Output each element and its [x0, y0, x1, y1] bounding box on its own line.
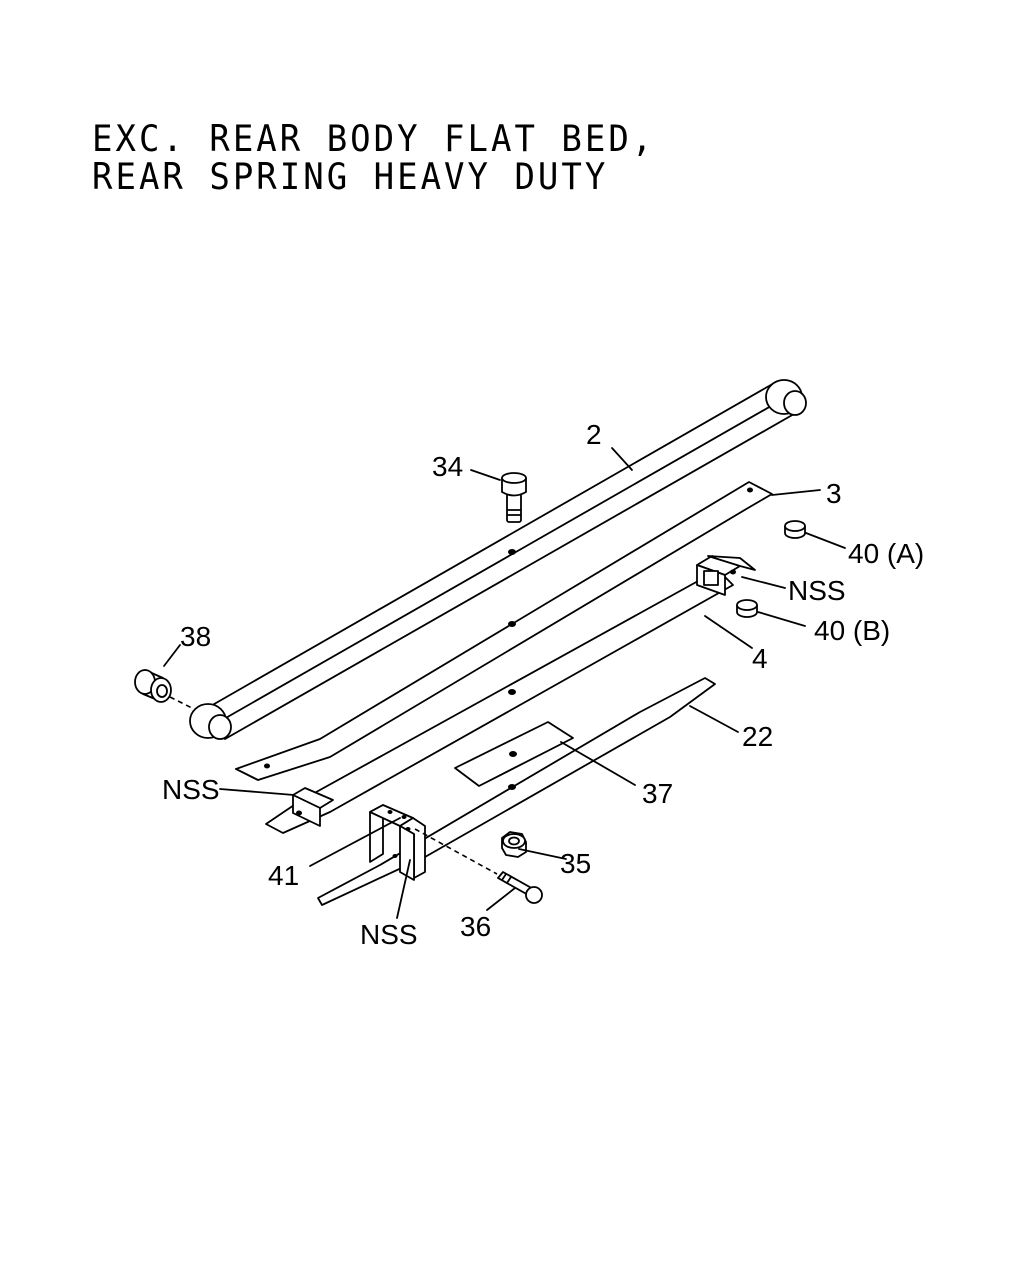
nut-part-35[interactable]: [501, 831, 527, 858]
callout-40a: 40 (A): [848, 538, 924, 569]
cap-part-40a[interactable]: [784, 520, 806, 539]
assembly-dashed-lines: [169, 696, 498, 875]
center-bolt-part-34[interactable]: [501, 472, 527, 523]
callout-36: 36: [460, 911, 491, 942]
callout-37: 37: [642, 778, 673, 809]
leaf-part-4[interactable]: [265, 555, 756, 834]
callout-38: 38: [180, 621, 211, 652]
callout-labels: 2 34 3 40 (A) NSS 40 (B) 4 38 22 37 NSS …: [162, 419, 924, 950]
callout-nss-left: NSS: [162, 774, 220, 805]
bolt-part-36[interactable]: [497, 871, 543, 904]
spacer-plate-part-37[interactable]: [454, 721, 574, 787]
callout-nss-bottom: NSS: [360, 919, 418, 950]
callout-41: 41: [268, 860, 299, 891]
callout-nss-right: NSS: [788, 575, 846, 606]
leader-lines: [163, 447, 846, 919]
callout-4: 4: [752, 643, 768, 674]
main-leaf-part-2[interactable]: [189, 379, 807, 740]
leaf-part-3[interactable]: [235, 481, 773, 781]
callout-3: 3: [826, 478, 842, 509]
callout-40b: 40 (B): [814, 615, 890, 646]
callout-35: 35: [560, 848, 591, 879]
callout-22: 22: [742, 721, 773, 752]
cap-part-40b[interactable]: [736, 599, 758, 618]
callout-2: 2: [586, 419, 602, 450]
bushing-part-38[interactable]: [134, 669, 172, 703]
diagram-title-line-2: REAR SPRING HEAVY DUTY: [92, 156, 609, 199]
bracket-part-41[interactable]: [369, 804, 426, 881]
callout-34: 34: [432, 451, 463, 482]
diagram-title-line-1: EXC. REAR BODY FLAT BED,: [92, 118, 656, 161]
